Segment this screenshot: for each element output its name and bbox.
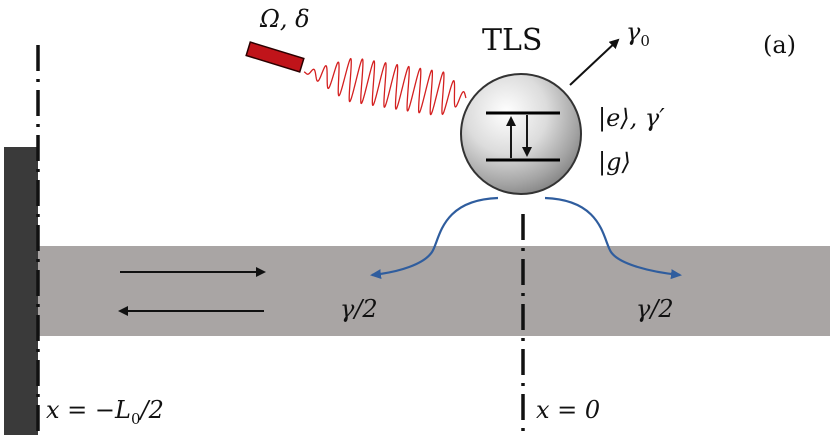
laser-drive-wave bbox=[303, 57, 467, 116]
excited-state-label: |e⟩, γ′ bbox=[598, 104, 665, 133]
panel-label: (a) bbox=[763, 31, 796, 59]
emission-rate-label: γ0 bbox=[626, 18, 650, 50]
left-decay-label: γ/2 bbox=[340, 295, 378, 323]
laser-source bbox=[245, 41, 305, 73]
waveguide bbox=[38, 246, 830, 336]
mirror-position-label: x = −L0/2 bbox=[46, 396, 164, 428]
atom-position-label: x = 0 bbox=[536, 396, 600, 424]
two-level-system-sphere bbox=[460, 73, 582, 195]
left-decay-arrow bbox=[370, 196, 499, 280]
laser-label: Ω, δ bbox=[259, 5, 310, 33]
free-space-emission-arrow bbox=[569, 38, 620, 86]
tls-title: TLS bbox=[482, 23, 542, 58]
right-decay-arrow bbox=[544, 196, 682, 280]
mirror bbox=[4, 147, 38, 435]
right-decay-label: γ/2 bbox=[636, 295, 674, 323]
ground-state-label: |g⟩ bbox=[598, 148, 631, 177]
